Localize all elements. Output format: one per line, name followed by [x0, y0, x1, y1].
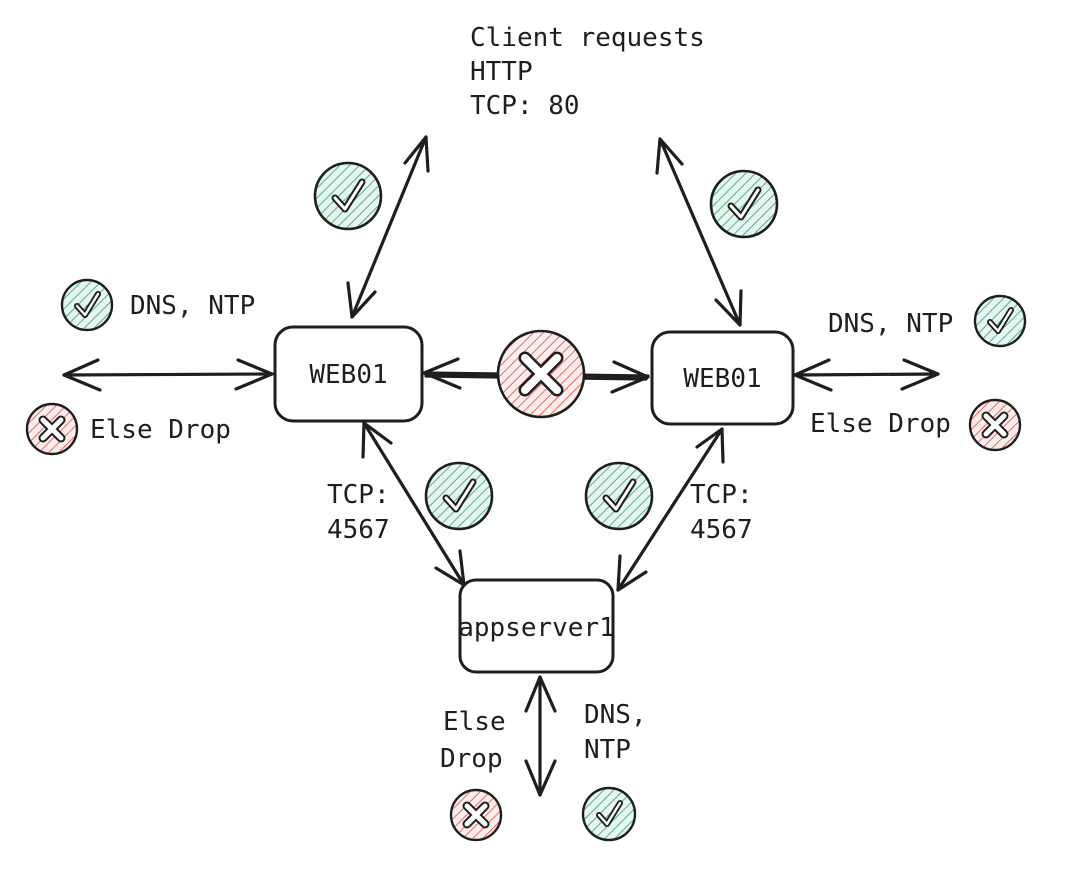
- bottom-allow-label-2: NTP: [584, 735, 631, 765]
- x-icon: [496, 329, 586, 419]
- tcp-left-port: 4567: [327, 515, 390, 545]
- check-icon: [60, 278, 114, 332]
- right-allow-label: DNS, NTP: [828, 309, 953, 339]
- x-icon: [968, 398, 1022, 452]
- bottom-drop-label-1: Else: [443, 707, 506, 737]
- tcp-left-label: TCP:: [327, 480, 390, 510]
- node-web01-left-label: WEB01: [309, 360, 387, 390]
- client-protocol-label: HTTP: [470, 57, 533, 87]
- left-allow-label: DNS, NTP: [130, 291, 255, 321]
- check-icon: [581, 786, 637, 842]
- bottom-allow-label-1: DNS,: [584, 700, 647, 730]
- right-drop-label: Else Drop: [810, 409, 951, 439]
- check-icon: [709, 169, 779, 239]
- client-requests-label: Client requests: [470, 23, 705, 53]
- link-client-to-web-left: [346, 135, 430, 319]
- x-icon: [25, 402, 79, 456]
- node-web01-right-label: WEB01: [683, 364, 761, 394]
- check-icon: [313, 161, 383, 231]
- bottom-drop-label-2: Drop: [440, 744, 503, 774]
- node-appserver1[interactable]: appserver1: [458, 578, 615, 674]
- link-left-external: [62, 358, 274, 392]
- link-app-bottom: [524, 675, 557, 797]
- node-web01-right[interactable]: WEB01: [650, 330, 795, 426]
- tcp-right-label: TCP:: [690, 480, 753, 510]
- link-client-to-web-right: [655, 137, 743, 327]
- node-appserver1-label: appserver1: [458, 613, 615, 643]
- link-right-external: [793, 358, 940, 392]
- node-web01-left[interactable]: WEB01: [273, 325, 424, 423]
- check-icon: [973, 294, 1027, 348]
- check-icon: [424, 461, 494, 531]
- tcp-right-port: 4567: [690, 515, 753, 545]
- client-port-label: TCP: 80: [470, 91, 580, 121]
- link-web-right-to-app: [616, 427, 725, 592]
- x-icon: [449, 788, 503, 842]
- check-icon: [584, 461, 654, 531]
- left-drop-label: Else Drop: [90, 415, 231, 445]
